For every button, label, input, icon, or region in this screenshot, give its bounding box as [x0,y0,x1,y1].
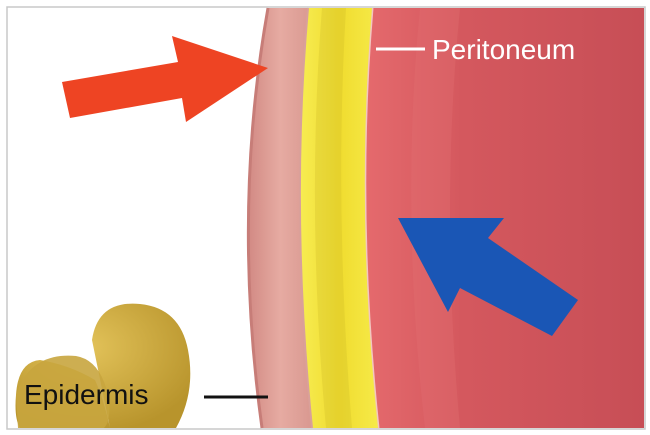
peritoneum-label: Peritoneum [432,34,575,65]
epidermis-label: Epidermis [24,379,148,410]
